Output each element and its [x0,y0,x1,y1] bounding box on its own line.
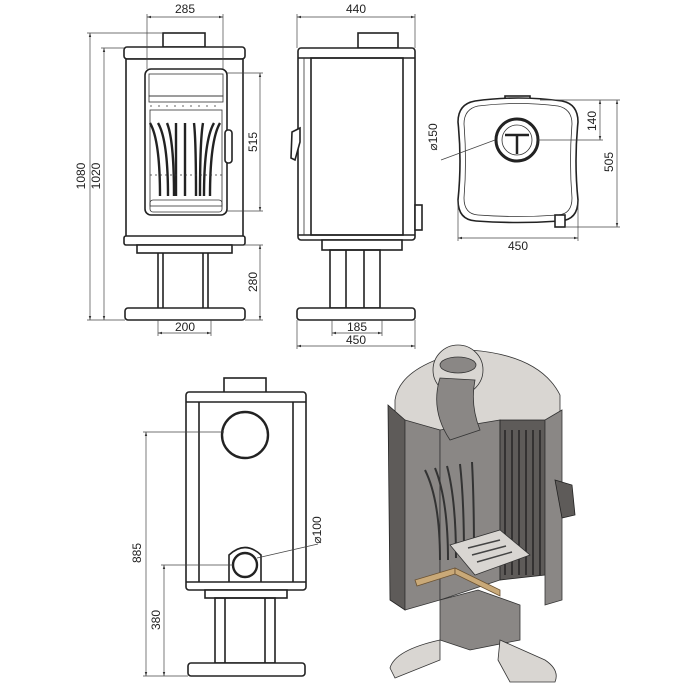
front-top-plate [123,46,246,60]
rear-flue-outlet [220,410,270,460]
dim-front-base: 200 [175,320,195,334]
dim-top-width: 450 [508,239,528,253]
back-body [185,391,307,591]
dim-side-pedestal: 185 [347,320,367,334]
front-door-handle [224,129,233,164]
cutaway-insulation-right [454,567,501,597]
dim-air-inlet-height: 380 [149,610,163,630]
dim-pedestal-height: 280 [246,272,260,292]
front-base-frame [136,244,233,254]
dim-front-width: 285 [175,2,195,16]
back-flue-collar [223,377,267,394]
dim-rear-flue-height: 885 [130,543,144,563]
dim-front-total-height: 1080 [74,162,88,189]
air-inlet-bracket [228,546,262,582]
back-base-plate [187,662,306,677]
front-bottom-plate [123,235,246,246]
cutaway-door-handle [554,479,576,519]
cutaway-base-right [497,639,557,683]
dim-side-depth: 440 [346,2,366,16]
cutaway-base-left [389,639,441,679]
top-view [457,95,579,228]
top-air-knob [554,214,566,228]
back-base-frame [204,589,288,599]
side-door-handle [290,126,301,162]
front-flue-collar [162,32,206,48]
dim-door-height: 515 [246,132,260,152]
dim-top-depth: 505 [602,152,616,172]
side-dimensions: 440 185 450 [296,2,416,349]
side-panel [310,57,404,236]
side-base-plate [296,307,416,321]
back-dimensions: 885 380 ⌀100 [130,431,324,677]
dim-air-inlet-diameter: ⌀100 [310,516,324,544]
side-body [297,47,416,241]
side-air-control [414,204,423,231]
top-dimensions: ⌀150 140 505 450 [426,99,620,253]
cutaway-isometric-view [387,344,576,683]
cutaway-grate [449,529,531,576]
fire-grate-bars [148,122,222,197]
dim-front-body-height: 1020 [89,162,103,189]
dim-flue-diameter: ⌀150 [426,123,440,151]
side-flue-collar [357,32,399,49]
cutaway-pedestal [439,589,521,651]
side-base-frame [321,239,403,251]
side-view [290,32,423,321]
front-view [123,32,246,321]
front-dimensions: 285 1080 1020 515 280 200 [74,2,263,336]
back-view [185,377,307,677]
dim-side-base: 450 [346,333,366,347]
dim-flue-offset: 140 [585,111,599,131]
front-base-plate [124,307,246,321]
